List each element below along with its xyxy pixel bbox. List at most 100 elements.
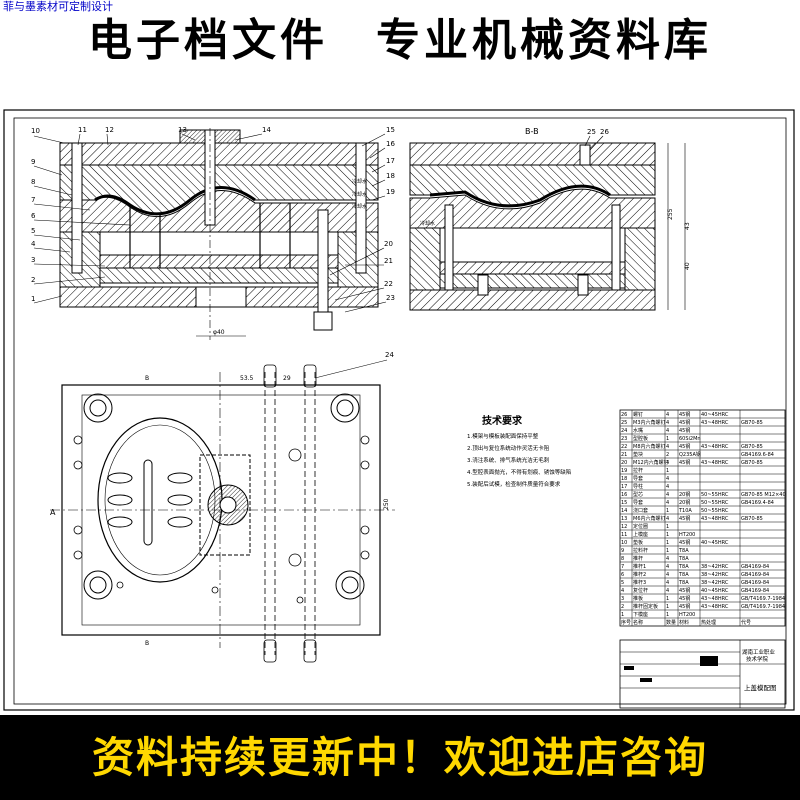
bom-cell: 下模座 [633,611,648,618]
technical-requirements: 技术要求 1.模架与模板装配面保持平整2.顶出与复位系统动作灵活无卡阻3.浇注系… [467,414,571,488]
svg-text:43: 43 [684,222,691,230]
bom-cell: 38~42HRC [701,564,729,570]
bom-cell: 4 [666,492,669,498]
bom-header-cell: 名称 [633,619,643,626]
bom-cell: 推杆3 [633,579,646,586]
bom-header-cell: 数量 [666,619,676,626]
bom-cell: 4 [666,500,669,506]
plan-view: A B B [50,351,395,663]
bom-cell: 浇口套 [633,507,648,514]
bom-cell: 2 [666,452,669,458]
bom-cell: 水嘴 [633,427,643,434]
bom-cell: 45钢 [679,427,690,434]
svg-text:11: 11 [78,126,87,134]
bom-cell: 17 [621,484,627,490]
bom-cell: 40~45HRC [701,412,729,418]
bom-cell: T8A [678,580,689,586]
bom-cell: 26 [621,412,627,418]
bom-cell: 4 [666,412,669,418]
bom-cell: 45钢 [679,539,690,546]
svg-text:250: 250 [383,498,390,510]
section-label: B-B [525,127,539,136]
bom-cell: 40~45HRC [701,540,729,546]
bom-cell: 定位圈 [633,523,648,530]
title-block-drawing-name: 上盖模配图 [744,683,777,692]
bom-cell: 1 [666,436,669,442]
bom-cell: Q235A钢 [679,451,701,458]
bom-cell: 45钢 [679,515,690,522]
bom-cell: 1 [666,548,669,554]
bom-cell: 45钢 [679,419,690,426]
svg-text:10: 10 [31,127,40,135]
bom-cell: 12 [621,524,627,530]
svg-text:2: 2 [31,276,35,284]
bom-cell: M6内六角螺钉 [633,515,666,522]
front-section-view: 冷却水 冷却水 冷却水 φ40 [59,128,379,340]
bom-cell: 45钢 [679,603,690,610]
bom-cell: M3内六角螺钉 [633,419,666,426]
bom-cell: GB4169.4-84 [741,500,774,506]
bom-cell: 4 [666,460,669,466]
bom-cell: 拉料杆 [633,547,648,554]
svg-text:冷却水: 冷却水 [420,220,435,227]
bom-cell: GB/T4169.7-1984 [741,604,785,610]
bom-cell: 4 [666,444,669,450]
bom-cell: GB4169-84 [741,564,769,570]
bom-cell: 21 [621,452,627,458]
bom-cell: 4 [666,556,669,562]
svg-text:12: 12 [105,126,114,134]
bom-cell: 4 [666,476,669,482]
left-callouts: 10 9 8 7 6 5 4 3 2 1 11 12 13 14 15 16 1… [31,126,395,313]
bom-cell: 垫板 [633,539,643,546]
bom-cell: 60Si2Mn [679,436,701,442]
bom-cell: 9 [621,548,624,554]
svg-text:23: 23 [386,294,395,302]
bom-cell: 19 [621,468,627,474]
bom-cell: 6 [621,572,624,578]
bom-cell: GB70-85 [741,444,763,450]
bom-cell: 45钢 [679,459,690,466]
svg-text:1: 1 [31,295,35,303]
bom-cell: 4 [666,428,669,434]
bom-cell: T8A [678,548,689,554]
bom-cell: 拉杆 [633,467,643,474]
svg-text:B: B [145,640,149,647]
bom-cell: 1 [666,524,669,530]
svg-text:6: 6 [31,212,36,220]
bom-header-cell: 材料 [679,619,689,626]
bom-cell: GB/T4169.7-1984 [741,596,785,602]
bom-cell: 43~48HRC [701,444,729,450]
bom-cell: GB70-85 [741,516,763,522]
bom-cell: 38~42HRC [701,572,729,578]
bom-cell: 45钢 [679,587,690,594]
tech-line: 2.顶出与复位系统动作灵活无卡阻 [467,444,550,452]
bom-header-cell: 序号 [621,619,631,626]
bom-cell: GB4169-84 [741,580,769,586]
bom-cell: 上模座 [633,531,648,538]
svg-text:26: 26 [600,128,609,136]
svg-text:53.5: 53.5 [240,375,254,382]
svg-text:冷却水: 冷却水 [352,178,367,185]
svg-text:5: 5 [31,227,35,235]
bom-cell: 4 [666,420,669,426]
bom-cell: 45钢 [679,595,690,602]
bom-cell: 1 [666,508,669,514]
bom-cell: 导套 [633,499,643,506]
bom-cell: 50~55HRC [701,500,729,506]
bom-cell: 4 [666,516,669,522]
bom-cell: 型腔板 [633,435,648,442]
bottom-banner: 资料持续更新中！欢迎进店咨询 [0,715,800,800]
svg-text:17: 17 [386,157,395,165]
bom-cell: T10A [678,508,692,514]
tech-line: 4.型腔表面抛光，不得有划痕、锈蚀等缺陷 [467,468,571,476]
svg-text:22: 22 [384,280,393,288]
bom-cell: 20钢 [679,499,690,506]
bom-cell: 1 [621,612,624,618]
bom-cell: 10 [621,540,627,546]
bom-cell: 45钢 [679,411,690,418]
bom-cell: 43~48HRC [701,420,729,426]
svg-text:19: 19 [386,188,395,196]
bom-cell: GB4169.6-84 [741,452,774,458]
svg-text:255: 255 [667,208,674,220]
bom-cell: GB70-85 [741,460,763,466]
